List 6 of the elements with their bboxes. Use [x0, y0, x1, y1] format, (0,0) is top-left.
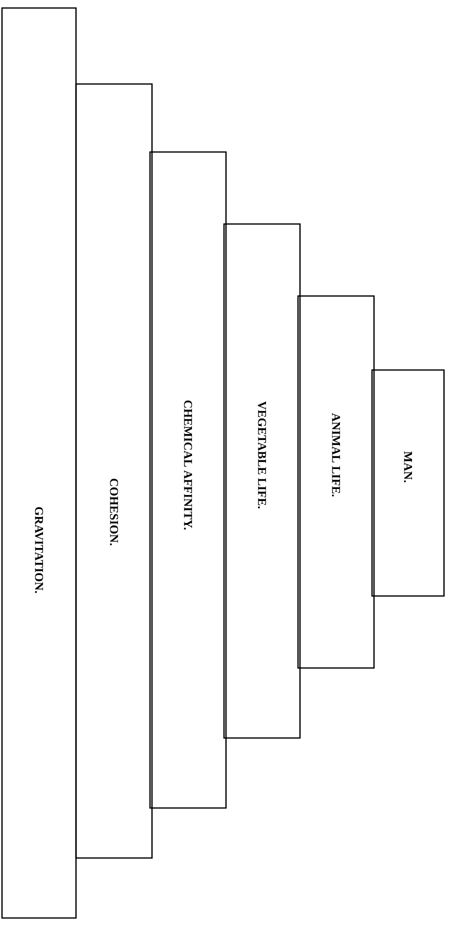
- level-box: ANIMAL LIFE.: [297, 295, 375, 669]
- level-box: CHEMICAL AFFINITY.: [149, 151, 227, 809]
- level-box: GRAVITATION.: [1, 7, 77, 919]
- level-box: MAN.: [371, 369, 445, 597]
- level-box: VEGETABLE LIFE.: [223, 223, 301, 739]
- level-box: COHESION.: [75, 83, 153, 859]
